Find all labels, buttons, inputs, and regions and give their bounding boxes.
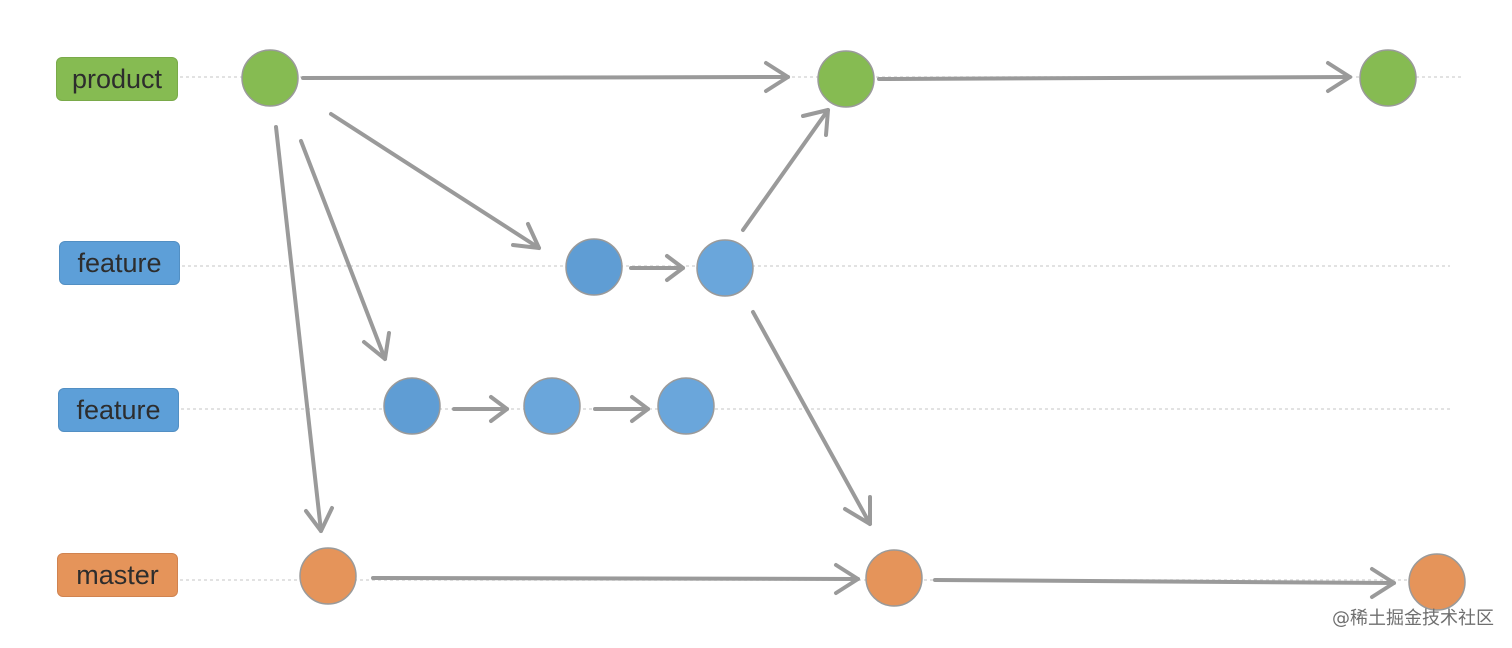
commit-node-feature-2-b — [523, 377, 581, 435]
arrows — [274, 61, 1396, 599]
commit-node-product-3 — [1359, 49, 1417, 107]
commit-node-master-1 — [299, 547, 357, 605]
arrow-product-2-to-product-3 — [877, 61, 1352, 93]
arrow-product-to-feature-2 — [299, 139, 391, 361]
branch-label-product: product — [56, 57, 178, 101]
arrow-feature-2-commit-2-to-3 — [593, 395, 650, 423]
commit-node-product-1 — [241, 49, 299, 107]
arrow-product-to-master — [274, 125, 334, 533]
arrow-master-2-to-master-3 — [933, 567, 1396, 599]
arrow-feature-2-commit-1-to-2 — [452, 395, 509, 423]
branch-label-feature-1: feature — [59, 241, 180, 285]
commit-node-feature-1-a — [565, 238, 623, 296]
arrow-feature-1-to-master — [751, 310, 872, 526]
arrow-feature-1-to-product — [741, 108, 830, 232]
branch-label-feature-2: feature — [58, 388, 179, 432]
commit-node-feature-2-c — [657, 377, 715, 435]
arrow-product-1-to-product-2 — [301, 61, 790, 93]
commit-node-master-3 — [1408, 553, 1466, 611]
branch-label-master: master — [57, 553, 178, 597]
arrow-feature-1-commit-1-to-2 — [629, 254, 685, 282]
commit-node-master-2 — [865, 549, 923, 607]
commit-nodes — [241, 49, 1466, 611]
commit-node-feature-1-b — [696, 239, 754, 297]
commit-node-feature-2-a — [383, 377, 441, 435]
commit-node-product-2 — [817, 50, 875, 108]
watermark: @稀土掘金技术社区 — [1332, 608, 1494, 629]
arrow-master-1-to-master-2 — [371, 563, 860, 595]
arrow-product-to-feature-1 — [329, 112, 541, 250]
